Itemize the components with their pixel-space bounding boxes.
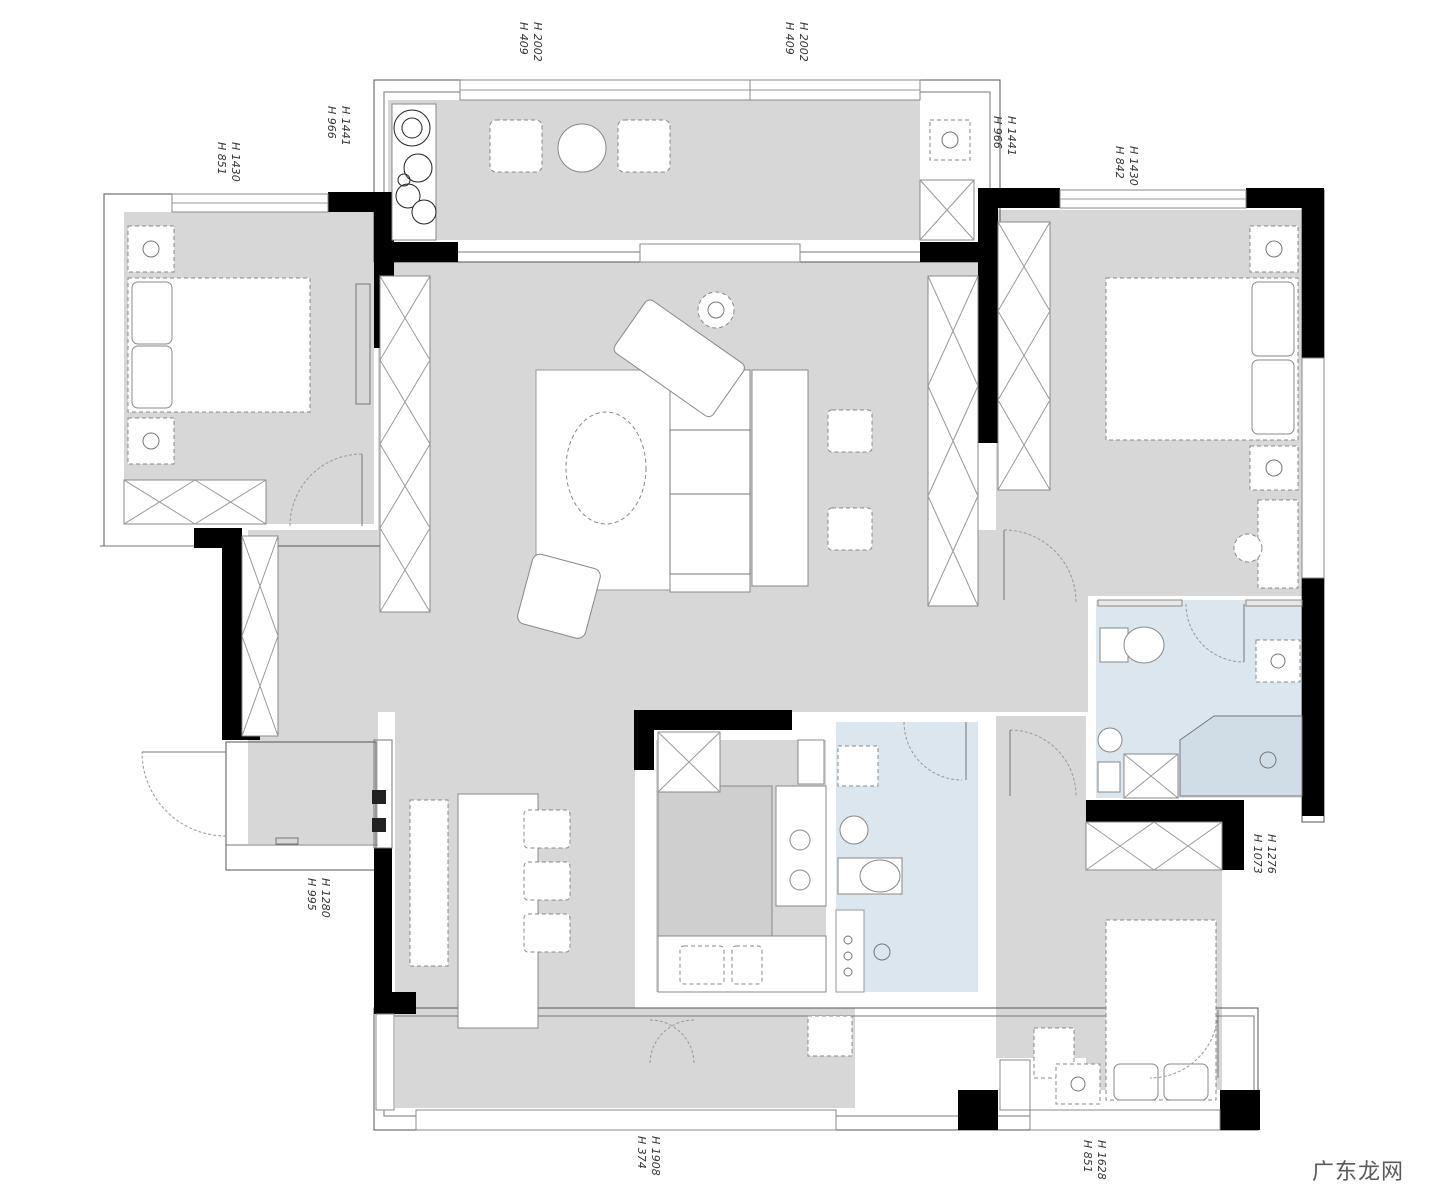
dim-balc-l-l: H 966 (325, 106, 338, 139)
dim-top-a-h: H 2002 (531, 22, 544, 62)
dim-entry-l: H 995 (305, 878, 318, 911)
dim-balc-r-h: H 1441 (1005, 116, 1018, 156)
dim-bed-l-h: H 1430 (229, 142, 242, 182)
kitchen-island (657, 785, 773, 937)
right-bedroom-furniture (1105, 225, 1299, 589)
dim-bed-l-l: H 851 (215, 142, 228, 175)
dim-bottom-b-h: H 1628 (1095, 1140, 1108, 1180)
dim-top-b-l: H 409 (783, 22, 796, 55)
walls (194, 188, 1324, 1130)
watermark: 广东龙网 (1311, 1160, 1404, 1185)
dim-bottom-a-l: H 374 (635, 1136, 648, 1169)
dim-east-l: H 1073 (1251, 834, 1264, 874)
dim-balc-l-h: H 1441 (339, 106, 352, 146)
bottom-bedroom-furniture (999, 919, 1217, 1111)
dim-top-b-h: H 2002 (797, 22, 810, 62)
dim-east-h: H 1276 (1265, 834, 1278, 874)
master-bath-fixtures (1097, 599, 1303, 797)
kitchen-fixtures (657, 739, 903, 1057)
hall-floor (996, 716, 1086, 1056)
windows (171, 79, 1325, 1131)
dim-balc-r-l: H 966 (991, 116, 1004, 149)
wardrobes (123, 179, 1223, 871)
doors (141, 453, 1245, 1079)
dimension-labels: H 2002 H 409 H 2002 H 409 H 1441 H 966 H… (215, 22, 1278, 1180)
dim-top-a-l: H 409 (517, 22, 530, 55)
dim-bottom-b-l: H 851 (1081, 1140, 1094, 1173)
shared-bath-vanity (835, 909, 865, 993)
living-furniture (517, 291, 873, 639)
dim-entry-h: H 1280 (319, 878, 332, 918)
dim-bed-r-l: H 842 (1113, 146, 1126, 179)
plant-icon (391, 103, 437, 241)
dim-bed-r-h: H 1430 (1127, 146, 1140, 186)
balcony-furniture (391, 103, 971, 241)
dim-bottom-a-h: H 1908 (649, 1136, 662, 1176)
dining-furniture (275, 739, 571, 1029)
left-bedroom-furniture (127, 225, 371, 465)
